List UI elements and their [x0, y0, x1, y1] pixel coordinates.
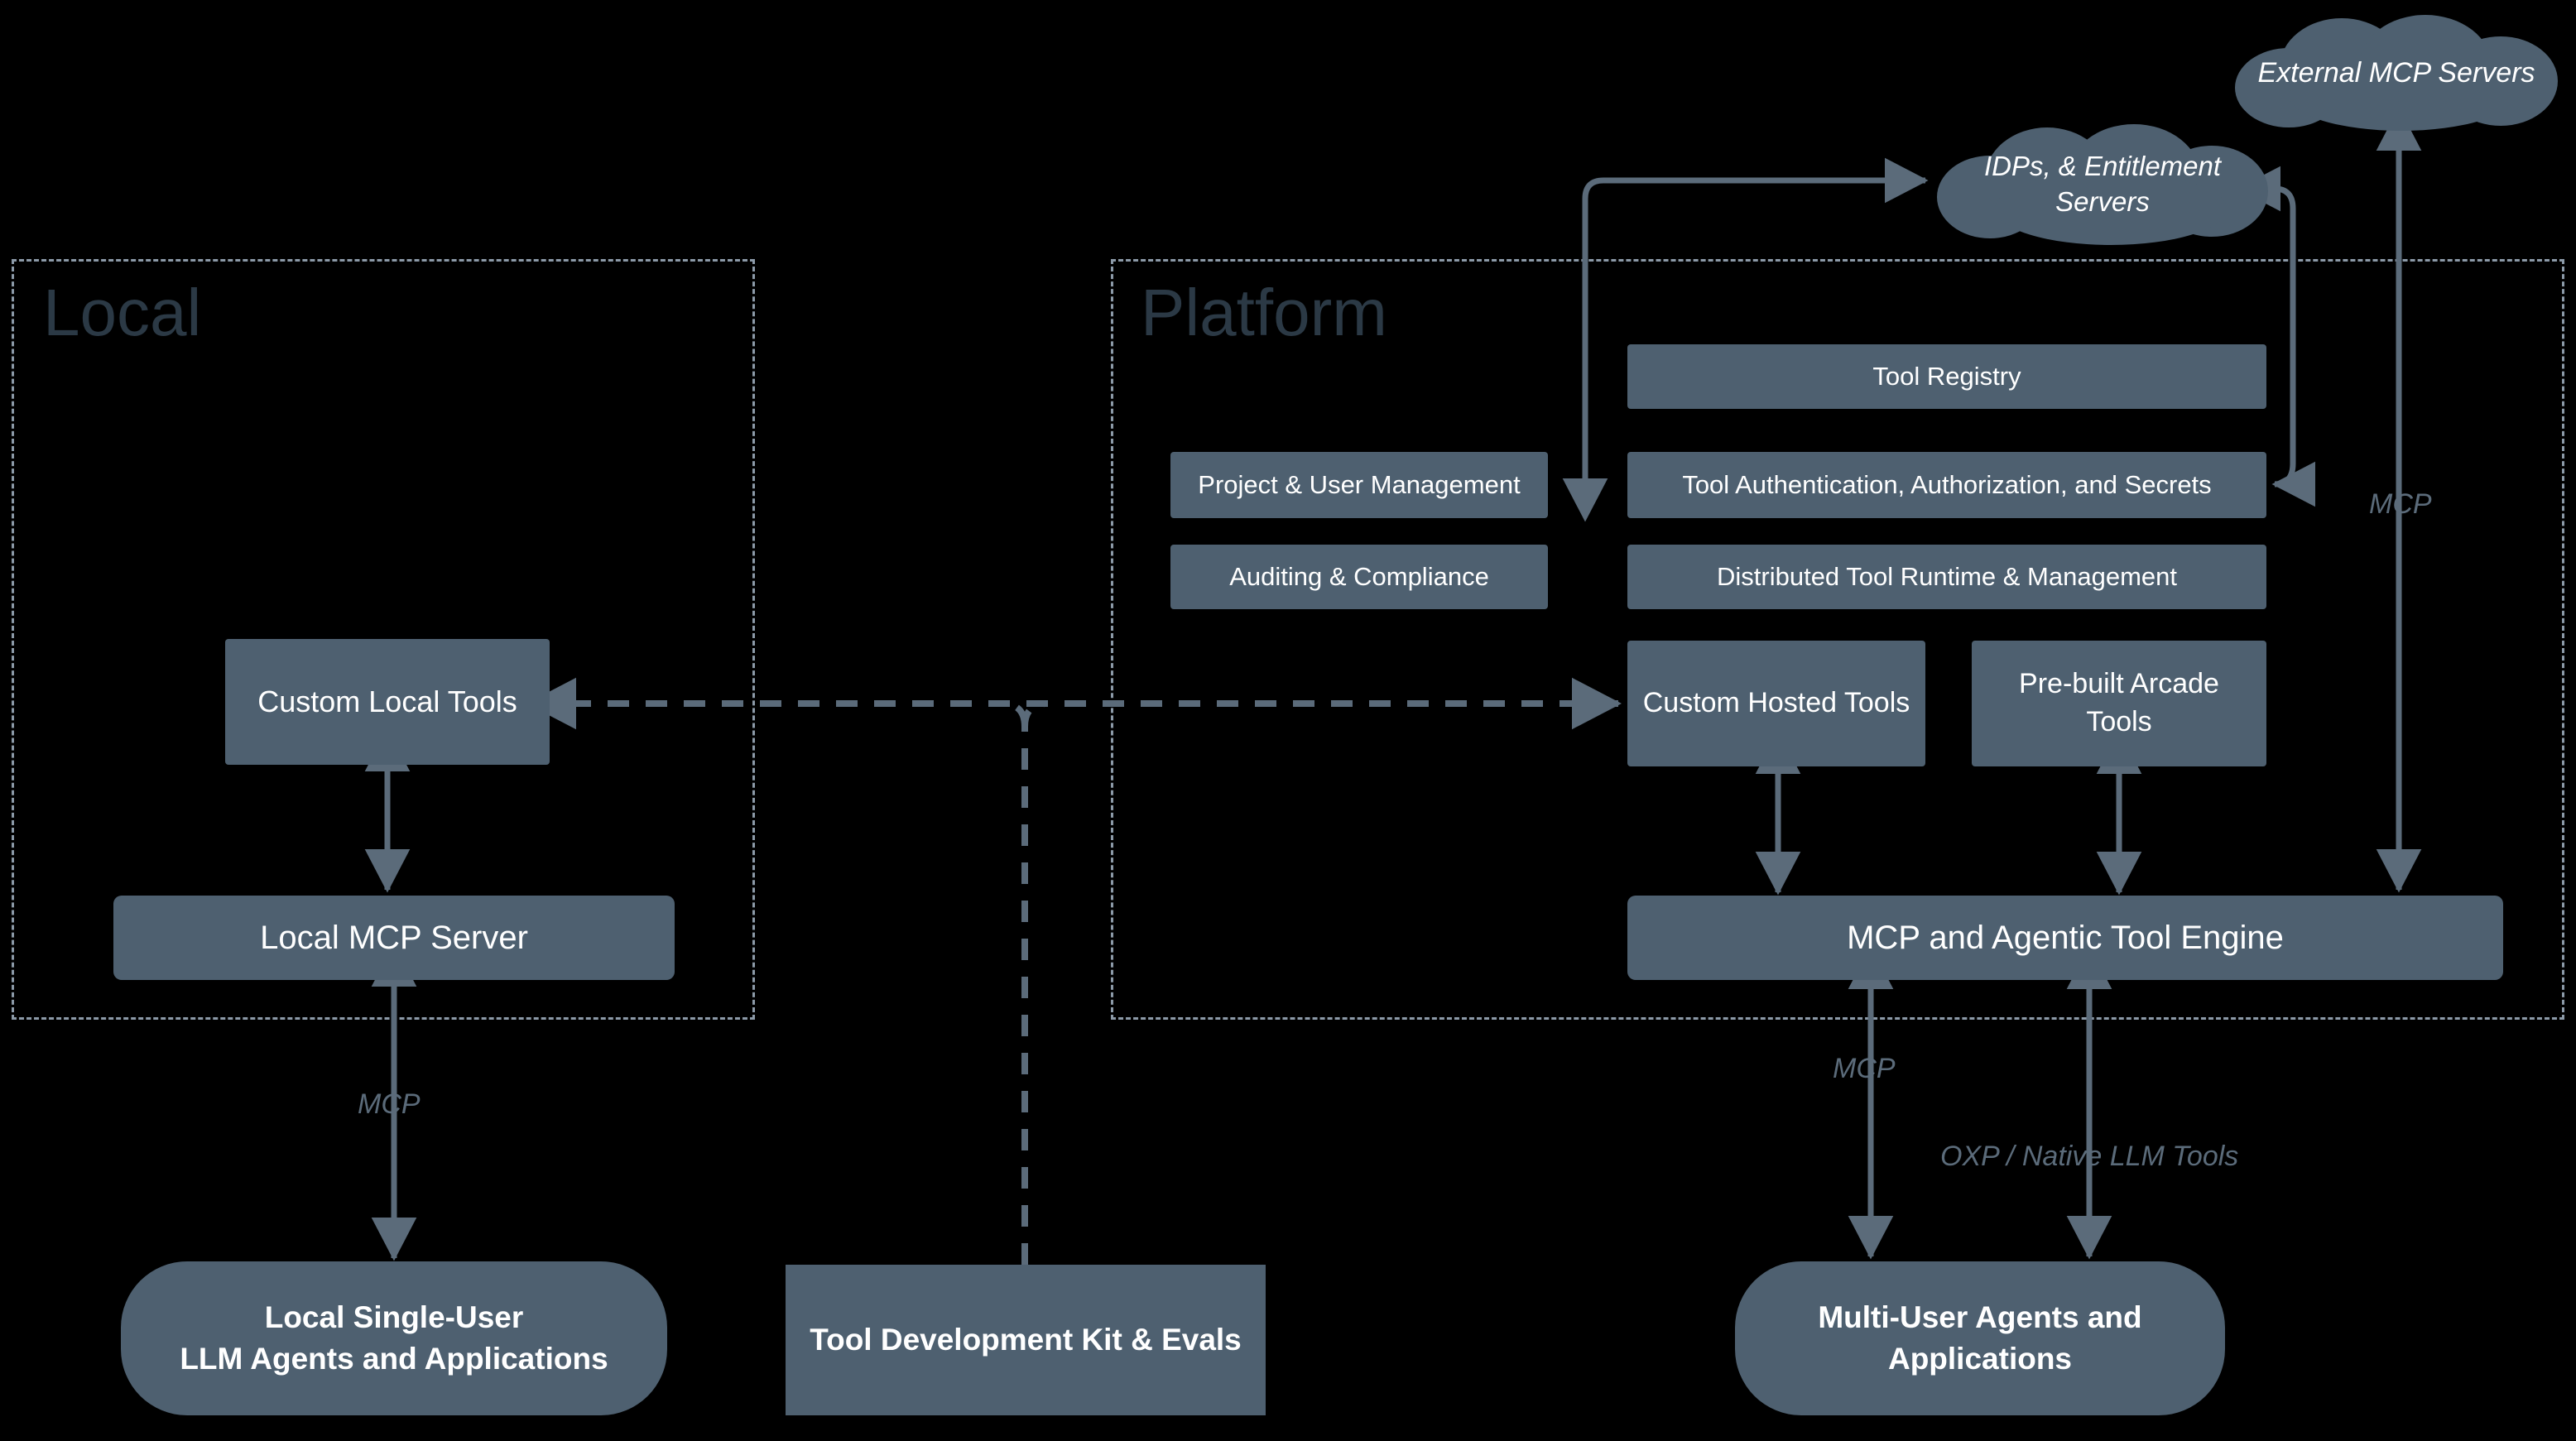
edge-label-mcp-local: MCP — [358, 1088, 421, 1120]
edge-label-oxp-native-llm-tools: OXP / Native LLM Tools — [1940, 1141, 2239, 1172]
node-multi-user-agents[interactable]: Multi-User Agents and Applications — [1735, 1261, 2225, 1415]
local-single-user-agents-line-2: LLM Agents and Applications — [180, 1342, 608, 1376]
cloud-external-mcp-servers-label: External MCP Servers — [2257, 56, 2535, 89]
zone-title-local: Local — [43, 276, 202, 349]
node-auditing-compliance[interactable]: Auditing & Compliance — [1170, 545, 1548, 609]
node-custom-hosted-tools[interactable]: Custom Hosted Tools — [1627, 641, 1925, 766]
cloud-external-mcp-servers[interactable]: External MCP Servers — [2235, 15, 2558, 131]
edge-label-mcp-platform: MCP — [1833, 1053, 1896, 1084]
node-tool-authentication[interactable]: Tool Authentication, Authorization, and … — [1627, 452, 2266, 518]
node-tool-development-kit[interactable]: Tool Development Kit & Evals — [786, 1265, 1266, 1415]
node-project-user-management[interactable]: Project & User Management — [1170, 452, 1548, 518]
node-custom-local-tools[interactable]: Custom Local Tools — [225, 639, 550, 765]
node-distributed-tool-runtime[interactable]: Distributed Tool Runtime & Management — [1627, 545, 2266, 609]
local-single-user-agents-line-1: Local Single-User — [264, 1300, 524, 1335]
multi-user-agents-line-1: Multi-User Agents and — [1818, 1300, 2142, 1335]
node-mcp-agentic-tool-engine[interactable]: MCP and Agentic Tool Engine — [1627, 896, 2503, 980]
zone-title-platform: Platform — [1141, 276, 1387, 349]
cloud-idps-entitlement-servers-label: IDPs, & Entitlement Servers — [1983, 151, 2222, 217]
multi-user-agents-line-2: Applications — [1887, 1342, 2073, 1376]
edge-label-mcp-external: MCP — [2369, 488, 2432, 520]
node-local-mcp-server[interactable]: Local MCP Server — [113, 896, 675, 980]
node-prebuilt-arcade-tools[interactable]: Pre-built Arcade Tools — [1972, 641, 2266, 766]
node-local-single-user-agents[interactable]: Local Single-User LLM Agents and Applica… — [121, 1261, 667, 1415]
cloud-idps-entitlement-servers[interactable]: IDPs, & Entitlement Servers — [1937, 124, 2268, 245]
node-tool-registry[interactable]: Tool Registry — [1627, 344, 2266, 409]
